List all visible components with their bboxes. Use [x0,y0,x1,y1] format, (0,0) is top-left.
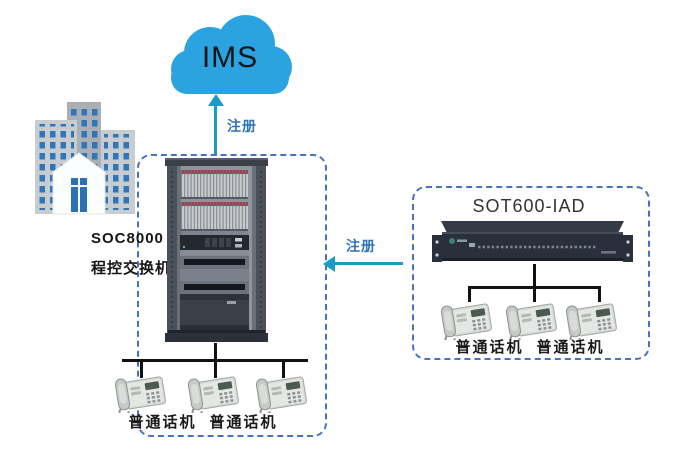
register-arrow-left-head-icon [323,256,335,272]
connector-right-drop-3 [598,288,601,302]
analog-phone-icon [113,373,169,413]
analog-phone-icon [254,373,310,413]
connector-right-drop-2 [533,288,536,302]
right-phones-label: 普通话机 普通话机 [445,336,615,357]
soc8000-group-box [137,154,327,437]
soc8000-rack-icon [165,158,268,342]
connector-left-drop-3 [282,361,285,378]
connector-right-bus [468,286,601,289]
phone-label: 普通话机 [536,339,605,356]
sot600-iad-device-icon [432,221,633,262]
connector-iad-stem [533,264,536,288]
switch-name: SOC8000 程控交换机 [91,230,171,288]
analog-phone-icon [564,300,620,340]
office-building-icon [35,102,135,215]
phone-label: 普通话机 [455,339,524,356]
switch-name-line1: SOC8000 [91,230,164,247]
register-arrow-up-shaft [214,105,217,156]
ims-cloud-icon [171,15,292,94]
switch-name-line2: 程控交换机 [91,260,172,277]
connector-left-drop-1 [140,361,143,378]
register-arrow-left-shaft [334,262,403,265]
connector-rack-stem [214,343,217,361]
iad-title: SOT600-IAD [472,196,586,216]
register-label-left: 注册 [346,238,376,254]
connector-right-drop-1 [468,288,471,302]
register-arrow-up-head-icon [208,94,224,106]
sot600-group-box [412,186,650,360]
phone-label: 普通话机 [128,414,197,431]
register-label-up: 注册 [227,118,257,134]
analog-phone-icon [504,300,560,340]
analog-phone-icon [186,373,242,413]
left-phones-label: 普通话机 普通话机 [118,411,288,432]
phone-label: 普通话机 [209,414,278,431]
cloud-label: IMS [201,41,259,74]
connector-left-drop-2 [214,361,217,378]
analog-phone-icon [439,300,495,340]
connector-left-bus [122,359,308,362]
